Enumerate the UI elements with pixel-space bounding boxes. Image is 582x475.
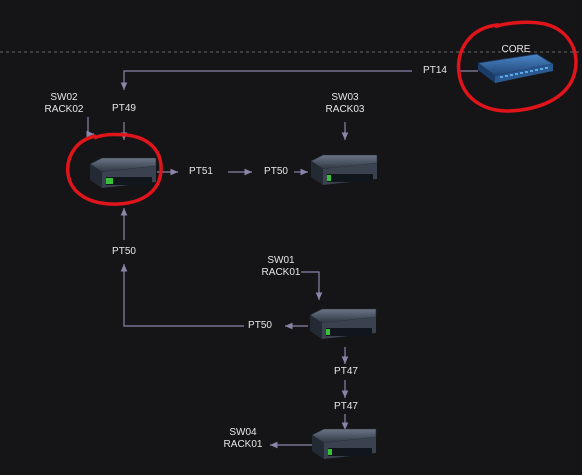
connector-sw02-label-in bbox=[86, 117, 94, 138]
sw02-name-label: SW02 bbox=[50, 92, 78, 103]
sw01-switch-icon bbox=[309, 308, 377, 339]
port-label-pt50-sw03: PT50 bbox=[264, 166, 288, 177]
port-label-pt50-sw02: PT50 bbox=[112, 246, 136, 257]
port-label-pt47-out: PT47 bbox=[334, 366, 358, 377]
port-label-pt47-in: PT47 bbox=[334, 401, 358, 412]
sw01-name-label: SW01 bbox=[267, 255, 295, 266]
sw02-switch-icon bbox=[89, 157, 157, 188]
connector-sw01-label-in bbox=[301, 271, 323, 300]
sw04-switch-icon bbox=[311, 428, 377, 459]
core-label: CORE bbox=[501, 44, 531, 55]
port-label-pt50-sw01: PT50 bbox=[248, 320, 272, 331]
annotation-circle-sw02 bbox=[66, 132, 163, 206]
port-label-pt14: PT14 bbox=[423, 65, 447, 76]
connector-sw01-pt50-loop bbox=[120, 264, 244, 327]
sw04-name-label: SW04 bbox=[229, 427, 257, 438]
port-label-pt49: PT49 bbox=[112, 103, 136, 114]
sw02-rack-label: RACK02 bbox=[44, 104, 84, 115]
sw03-switch-icon bbox=[310, 154, 378, 185]
sw04-rack-label: RACK01 bbox=[223, 439, 263, 450]
sw03-rack-label: RACK03 bbox=[325, 104, 365, 115]
connector-pt14-sw02 bbox=[120, 70, 412, 90]
connectors bbox=[86, 70, 478, 449]
sw03-name-label: SW03 bbox=[331, 92, 359, 103]
sw01-rack-label: RACK01 bbox=[261, 267, 301, 278]
port-label-pt51: PT51 bbox=[189, 166, 213, 177]
core-switch-icon bbox=[477, 53, 555, 83]
annotation-circle-core bbox=[456, 20, 578, 113]
